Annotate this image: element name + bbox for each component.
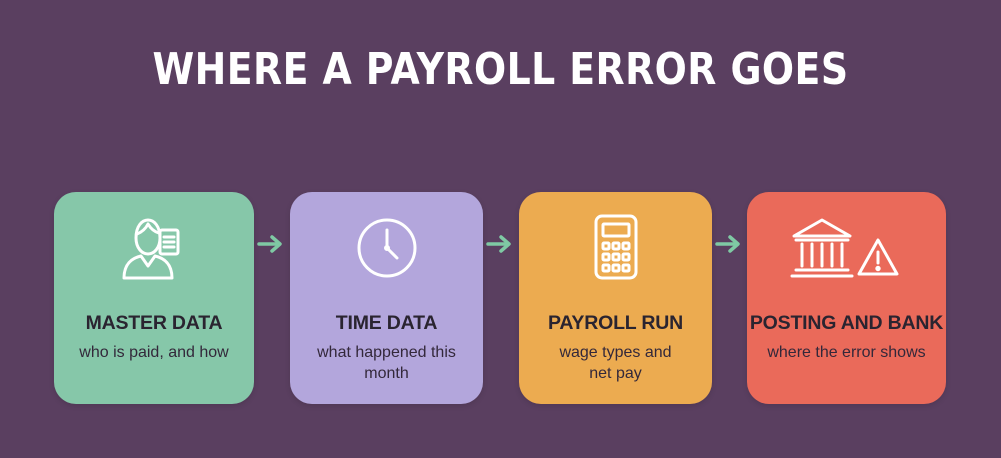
calculator-icon (519, 210, 712, 282)
flow-arrow-icon (486, 234, 514, 254)
step-card-payroll-run: PAYROLL RUN wage types and net pay (519, 192, 712, 404)
step-title: MASTER DATA (85, 312, 223, 334)
step-card-time-data: TIME DATA what happened this month (290, 192, 483, 404)
warning-icon (857, 238, 898, 276)
step-title: PAYROLL RUN (547, 312, 684, 334)
step-card-master-data: MASTER DATA who is paid, and how (54, 192, 254, 404)
step-subtitle: wage types and net pay (559, 344, 672, 382)
step-title: TIME DATA (335, 312, 438, 334)
person-with-document-icon (54, 210, 254, 282)
step-subtitle: who is paid, and how (79, 344, 229, 361)
step-title: POSTING AND BANK (749, 312, 944, 334)
step-subtitle: what happened this month (317, 344, 456, 382)
bank-icon (790, 218, 853, 278)
bank-and-warning-icons (747, 210, 946, 282)
step-card-posting-and-bank: POSTING AND BANK where the error shows (747, 192, 946, 404)
flow-arrow-icon (257, 234, 285, 254)
flow-arrow-icon (715, 234, 743, 254)
clock-icon (290, 210, 483, 282)
page-title: WHERE A PAYROLL ERROR GOES (152, 44, 849, 95)
step-subtitle: where the error shows (767, 344, 926, 361)
